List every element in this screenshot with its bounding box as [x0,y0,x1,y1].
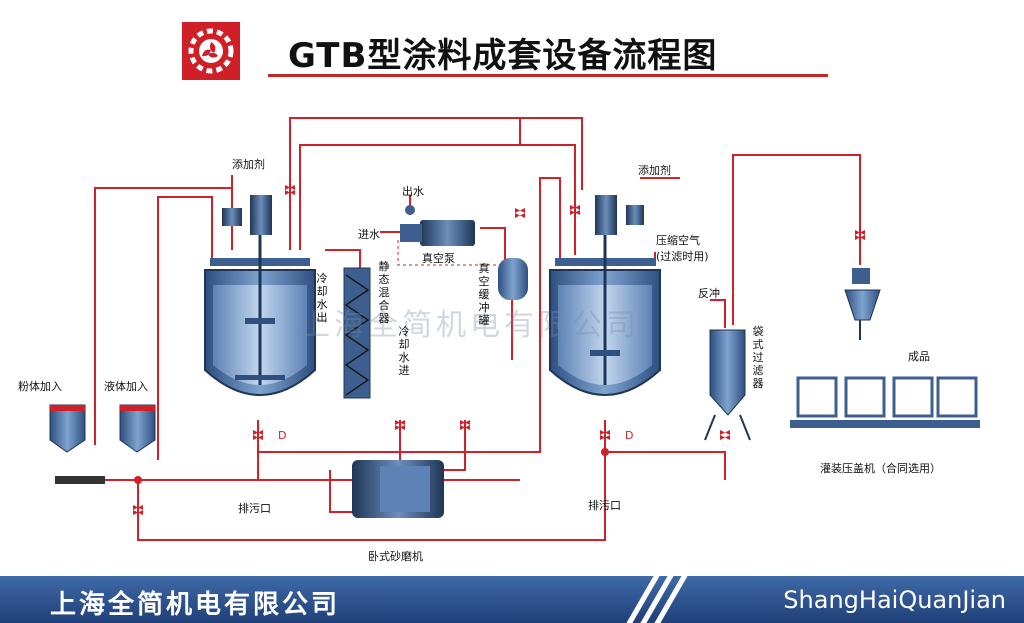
label-powder-in: 粉体加入 [18,380,62,393]
pipe-top-loop [289,117,583,250]
label-filling-machine: 灌装压盖机（合同选用） [820,462,941,475]
screw-conveyor [55,476,105,484]
flow-diagram-svg [49,117,980,541]
label-vacuum-pump: 真空泵 [422,252,455,265]
left-reactor [204,195,316,396]
label-cooling-water-out: 冷却水出 [316,272,328,324]
valve-8 [720,430,730,440]
pipe-left-to-right [258,177,561,453]
vacuum-buffer-tank [498,258,528,300]
pipe-vacuum [480,227,506,262]
pipe-return-bottom [137,470,606,541]
label-cooling-water-in: 冷却水进 [398,325,410,377]
footer-company-en: ShangHaiQuanJian [783,586,1006,614]
footer-company-cn: 上海全简机电有限公司 [50,590,341,620]
label-valve-d-left: D [278,429,287,442]
vacuum-pump [400,205,475,246]
right-reactor [549,195,661,396]
pipe-dashed-vacuum [397,240,500,266]
label-backflush: 反冲 [698,287,720,300]
pipe-top-inner [299,118,521,250]
valve-7 [460,420,470,430]
pipe-to-filling [732,154,861,325]
label-additive-right: 添加剂 [638,164,671,177]
pipe-backflush [710,299,726,328]
label-water-out: 出水 [402,185,424,198]
label-compressed-air-note: (过滤时用) [656,250,709,263]
label-bag-filter: 袋式过滤器 [752,325,764,390]
label-additive-left: 添加剂 [232,158,265,171]
valve-10 [133,505,143,515]
valve-9 [855,230,865,240]
horizontal-sand-mill [352,460,444,518]
pipe-liquid-feed [157,196,213,460]
powder-hopper [49,404,86,453]
label-drain-right: 排污口 [588,499,621,512]
footer-bar [0,576,1024,623]
vacuum-dashed-lines [397,240,500,266]
label-vacuum-buffer: 真空缓冲罐 [478,262,490,327]
pipe-right-to-filter [605,451,726,480]
logo-gear-icon [188,28,234,74]
label-liquid-in: 液体加入 [104,380,148,393]
valve-1 [285,185,295,195]
valve-5 [600,430,610,440]
pipe-mill-out [442,420,466,471]
label-drain-left: 排污口 [238,502,271,515]
label-sand-mill: 卧式砂磨机 [368,550,423,563]
valve-4 [253,430,263,440]
watermark-text: 上海全简机电有限公司 [300,308,640,343]
liquid-hopper [119,404,156,453]
label-static-mixer: 静态混合器 [378,260,390,325]
page-title: GTB型涂料成套设备流程图 [288,36,718,76]
label-finished-product: 成品 [908,350,930,363]
pipe-top-right [520,144,576,255]
label-water-in: 进水 [358,228,380,241]
company-logo [180,20,242,82]
valve-3 [570,205,580,215]
pipe-cooling [325,249,361,270]
valve-2 [515,208,525,218]
static-mixer [343,267,371,399]
valve-6 [395,420,405,430]
junction-dots [134,448,609,484]
label-valve-d-right: D [625,429,634,442]
valves [133,185,865,515]
label-compressed-air: 压缩空气 [656,234,700,247]
title-underline [268,74,828,77]
pipe-network [94,117,861,541]
filling-machine [790,268,980,428]
bag-filter [704,329,751,441]
